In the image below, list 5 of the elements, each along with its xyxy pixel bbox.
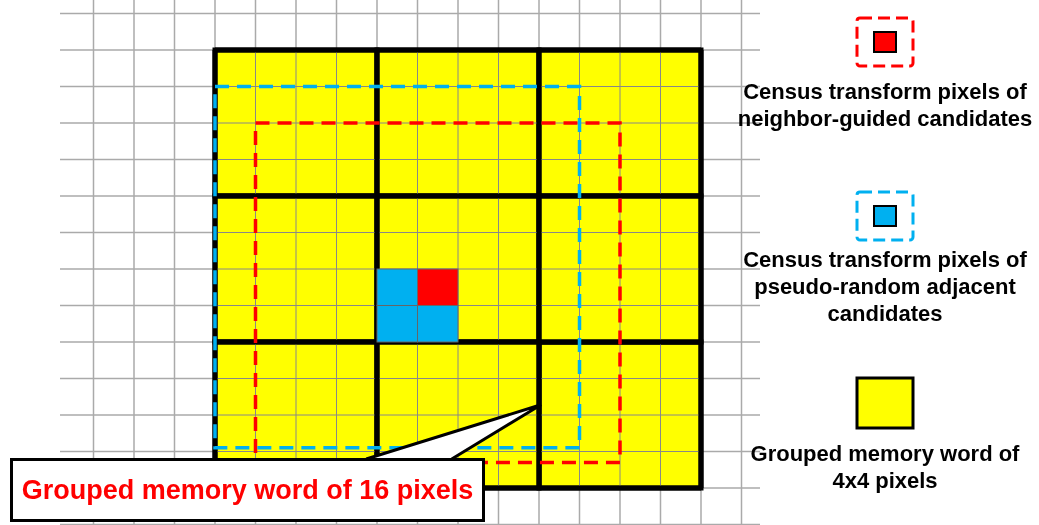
callout-text: Grouped memory word of 16 pixels <box>21 474 474 506</box>
legend-text: Grouped memory word of 4x4 pixels <box>749 440 1021 494</box>
callout-pointer <box>364 403 543 461</box>
legend-text: Census transform pixels of pseudo-random adjacent candidates <box>742 246 1028 327</box>
legend-text: Census transform pixels of neighbor-guided candidates <box>736 78 1034 132</box>
